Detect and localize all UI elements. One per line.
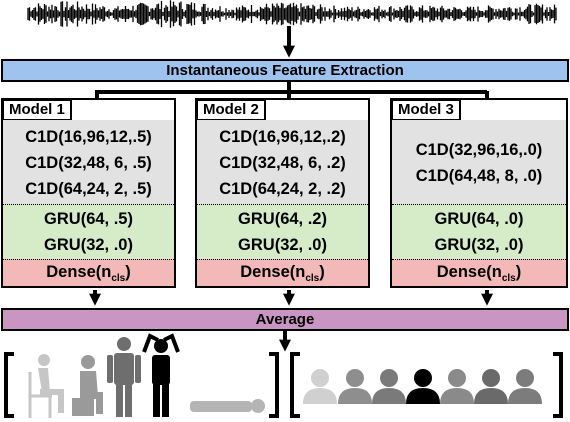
- model-2-conv-layer: C1D(64,24, 2, .2): [219, 180, 346, 198]
- seated-person-icon: [72, 355, 103, 416]
- model-3-gru-layer: GRU(32, .0): [434, 236, 524, 254]
- person-bust-icon: [508, 369, 542, 404]
- hands-on-head-person-icon: [142, 333, 180, 417]
- right-bracket-open-icon: [290, 352, 300, 418]
- right-bracket-close-icon: [553, 352, 563, 418]
- model-1-box: Model 1 C1D(16,96,12,.5) C1D(32,48, 6, .…: [1, 98, 176, 288]
- sitting-person-icon: [28, 354, 64, 418]
- left-bracket-open-icon: [4, 352, 14, 418]
- left-bracket-close-icon: [269, 352, 279, 418]
- person-bust-icon: [474, 369, 508, 404]
- feature-extraction-label: Instantaneous Feature Extraction: [166, 62, 404, 79]
- model-3-gru-layer: GRU(64, .0): [434, 210, 524, 228]
- person-bust-icon: [406, 369, 440, 404]
- model-2-conv-section: C1D(16,96,12,.2) C1D(32,48, 6, .2) C1D(6…: [197, 120, 368, 204]
- model-3-conv-layer: C1D(32,96,16,.0): [415, 141, 543, 159]
- person-bust-icon: [303, 369, 337, 404]
- model-1-gru-section: GRU(64, .5) GRU(32, .0): [3, 204, 174, 259]
- model-1-conv-section: C1D(16,96,12,.5) C1D(32,48, 6, .5) C1D(6…: [3, 120, 174, 204]
- model-1-gru-layer: GRU(32, .0): [44, 236, 133, 254]
- model-3-dense-section: Dense(ncls): [392, 259, 566, 286]
- audio-waveform-icon: [27, 0, 557, 28]
- standing-person-icon: [107, 337, 141, 417]
- model-1-dense-section: Dense(ncls): [3, 259, 174, 286]
- model-2-gru-section: GRU(64, .2) GRU(32, .0): [197, 204, 368, 259]
- model-3-conv-section: C1D(32,96,16,.0) C1D(64,48, 8, .0): [392, 120, 566, 204]
- model-3-conv-layer: C1D(64,48, 8, .0): [415, 167, 543, 185]
- model-2-conv-layer: C1D(16,96,12,.2): [219, 128, 346, 146]
- lying-person-icon: [190, 399, 265, 413]
- model-3-box: Model 3 C1D(32,96,16,.0) C1D(64,48, 8, .…: [390, 98, 568, 288]
- model-2-gru-layer: GRU(64, .2): [238, 210, 327, 228]
- model-2-box: Model 2 C1D(16,96,12,.2) C1D(32,48, 6, .…: [195, 98, 370, 288]
- model-2-dense-layer: Dense(ncls): [240, 262, 325, 284]
- model-2-gru-layer: GRU(32, .0): [238, 236, 327, 254]
- model-3-dense-layer: Dense(ncls): [436, 262, 522, 284]
- person-bust-icon: [372, 369, 406, 404]
- waveform-trace: [27, 0, 557, 28]
- model-1-conv-layer: C1D(32,48, 6, .5): [25, 154, 152, 172]
- person-bust-icon: [338, 369, 372, 404]
- model-1-conv-layer: C1D(16,96,12,.5): [25, 128, 152, 146]
- model-2-conv-layer: C1D(32,48, 6, .2): [219, 154, 346, 172]
- model-1-gru-layer: GRU(64, .5): [44, 210, 133, 228]
- model-3-gru-section: GRU(64, .0) GRU(32, .0): [392, 204, 566, 259]
- model-2-dense-section: Dense(ncls): [197, 259, 368, 286]
- person-bust-icon: [440, 369, 474, 404]
- feature-extraction-bar: Instantaneous Feature Extraction: [1, 59, 569, 82]
- model-1-conv-layer: C1D(64,24, 2, .5): [25, 180, 152, 198]
- model-1-dense-layer: Dense(ncls): [46, 262, 131, 284]
- average-label: Average: [255, 311, 315, 328]
- average-bar: Average: [1, 308, 569, 331]
